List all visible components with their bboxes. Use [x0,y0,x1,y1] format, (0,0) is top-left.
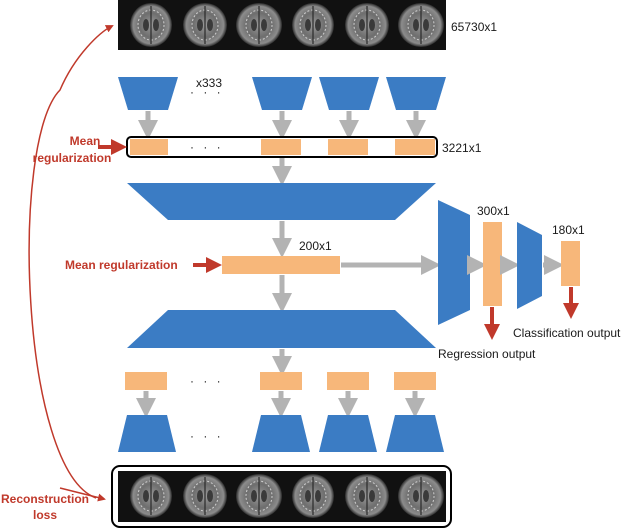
decoded-ellipsis: · · · [190,374,224,388]
regression-hidden-vector [483,222,502,306]
mean-regularization-label-top-1: Mean [70,134,101,148]
encoder-block-1 [118,77,178,110]
feature-box [261,139,301,155]
decoded-features [125,372,436,390]
reconstruction-brain-strip [111,465,452,528]
brain-slice-image [130,3,172,47]
decoder-block-1 [118,415,176,452]
brain-slice-image [292,3,334,47]
mean-regularization-label-top-2: regularization [33,151,112,165]
reconstruction-loss-label-2: loss [33,508,57,522]
input-brain-strip [118,0,446,50]
prediction-head [438,200,580,340]
brain-slice-image [130,474,172,518]
classification-dense-layer [517,222,542,309]
brain-slice-image [183,3,227,47]
decoder-blocks [118,415,444,452]
classification-hidden-vector [561,241,580,286]
regression-hidden-size-label: 300x1 [477,204,510,218]
dense-encoder [127,183,436,220]
encoder-arrows [138,111,426,140]
regression-output-label: Regression output [438,347,536,361]
decoder-ellipsis: · · · [190,429,224,443]
brain-slice-image [292,474,334,518]
encoder-blocks [118,77,446,110]
latent-vector [222,256,340,274]
latent-size-label: 200x1 [299,239,332,253]
decoder-block-3 [319,415,377,452]
concat-ellipsis: · · · [190,140,224,154]
brain-slice-image [398,474,444,518]
reconstruction-loss-label-1: Reconstruction [1,492,89,506]
brain-slice-image [183,474,227,518]
feature-box [394,372,436,390]
brain-slice-image [345,474,389,518]
decoder-block-4 [386,415,444,452]
brain-slice-image [236,3,282,47]
feature-to-decoder-arrows [136,391,425,418]
encoder-block-4 [386,77,446,110]
concatenated-features [126,136,438,158]
dense-decoder [127,310,436,348]
feature-box [327,372,369,390]
encoder-count-label: x333 [196,76,222,90]
feature-box [328,139,368,155]
classification-hidden-size-label: 180x1 [552,223,585,237]
decoder-block-2 [252,415,310,452]
feature-box [125,372,167,390]
encoder-block-2 [252,77,312,110]
brain-slice-image [236,474,282,518]
feature-box [130,139,168,155]
classification-output-label: Classification output [513,326,621,340]
input-size-label: 65730x1 [451,20,497,34]
reconstruction-loss-curve [28,25,114,499]
regression-dense-layer [438,200,470,325]
encoder-block-3 [319,77,379,110]
brain-slice-image [398,3,444,47]
feature-box [260,372,302,390]
feature-box [395,139,435,155]
mean-regularization-label-middle: Mean regularization [65,258,178,272]
brain-slice-image [345,3,389,47]
concat-size-label: 3221x1 [442,141,482,155]
reconstruction-loss-arrow-bottom [59,487,106,502]
encoder-ellipsis: · · · [190,85,224,99]
